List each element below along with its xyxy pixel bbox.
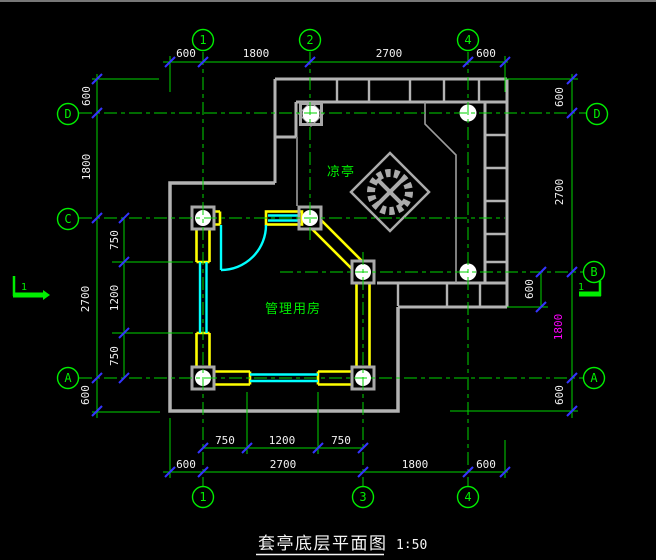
ornament-lattice [349, 151, 431, 233]
grid-bubble-left-A: A [64, 371, 72, 385]
grid-bubble-bottom-4: 4 [464, 490, 471, 504]
dim-louter-600b: 600 [79, 385, 92, 405]
dim-bouter-600a: 600 [176, 458, 196, 471]
diagonal-wall [311, 219, 363, 270]
ornament-cross-line [375, 177, 405, 207]
grid-bubble-left-D: D [64, 107, 71, 121]
pavilion-deck-structure [168, 77, 509, 413]
window-glazing-bottom [250, 373, 318, 383]
window-glazing-top [268, 214, 300, 222]
dim-louter-2700: 2700 [79, 286, 92, 313]
grid-bubble-right-B: B [590, 265, 597, 279]
ornament-rosette-ring [367, 169, 413, 215]
dim-binner-1200: 1200 [269, 434, 296, 447]
dim-rinner-600: 600 [523, 279, 536, 299]
section-marker-left: 1 [12, 276, 50, 300]
grid-bubble-top-4: 4 [464, 33, 471, 47]
dim-bouter-1800: 1800 [402, 458, 429, 471]
section-marker-right: 1 [578, 281, 602, 297]
grid-bubble-bottom-3: 3 [359, 490, 366, 504]
grid-centerlines [79, 52, 586, 486]
dim-router-1800-highlight: 1800 [552, 314, 565, 341]
door-swing-arc [220, 224, 268, 272]
dim-bouter-2700: 2700 [270, 458, 297, 471]
drawing-scale: 1∶50 [396, 538, 427, 553]
railing-hatches [335, 80, 506, 306]
office-walls [195, 210, 371, 386]
grid-bubble-left-C: C [64, 212, 71, 226]
dim-router-2700: 2700 [553, 179, 566, 206]
section-label-left: 1 [21, 282, 27, 293]
dim-top-600: 600 [176, 47, 196, 60]
dim-router-600b: 600 [553, 385, 566, 405]
dimension-ticks [91, 56, 578, 478]
grid-bubble-right-D: D [593, 107, 600, 121]
ornament-diamond [349, 151, 431, 233]
dim-top-2700: 2700 [376, 47, 403, 60]
dim-linner-1200: 1200 [108, 285, 121, 312]
grid-bubble-top-2: 2 [306, 33, 313, 47]
pavilion-label: 凉亭 [327, 164, 355, 180]
dim-bouter-600b: 600 [476, 458, 496, 471]
dim-top-1800: 1800 [243, 47, 270, 60]
dim-linner-750b: 750 [108, 346, 121, 366]
office-room-label: 管理用房 [265, 301, 321, 317]
columns [190, 101, 477, 391]
dimension-lines [92, 56, 578, 478]
title-block: 套亭底层平面图 1∶50 [256, 534, 427, 556]
grid-bubble-top-1: 1 [199, 33, 206, 47]
dim-louter-1800: 1800 [80, 154, 93, 181]
section-label-right: 1 [578, 282, 584, 293]
dim-binner-750b: 750 [331, 434, 351, 447]
dimension-text: 600 1800 2700 600 750 1200 750 600 2700 … [79, 47, 566, 471]
grid-bubbles: 1 2 4 1 3 4 D C A D B A [56, 28, 609, 509]
dim-binner-750a: 750 [215, 434, 235, 447]
column [302, 105, 320, 123]
window-glazing-left [198, 262, 208, 333]
grid-bubble-right-A: A [590, 371, 598, 385]
drawing-title: 套亭底层平面图 [258, 534, 388, 554]
section-arrow-icon [43, 290, 50, 300]
windows-and-door [198, 214, 318, 383]
dim-linner-750a: 750 [108, 230, 121, 250]
dim-louter-600a: 600 [80, 86, 93, 106]
column [195, 210, 211, 226]
pavilion-column-diamond [298, 101, 324, 127]
dim-router-600a: 600 [553, 87, 566, 107]
grid-bubble-bottom-1: 1 [199, 490, 206, 504]
dim-top-600b: 600 [476, 47, 496, 60]
pavilion-column-cap [299, 102, 323, 126]
